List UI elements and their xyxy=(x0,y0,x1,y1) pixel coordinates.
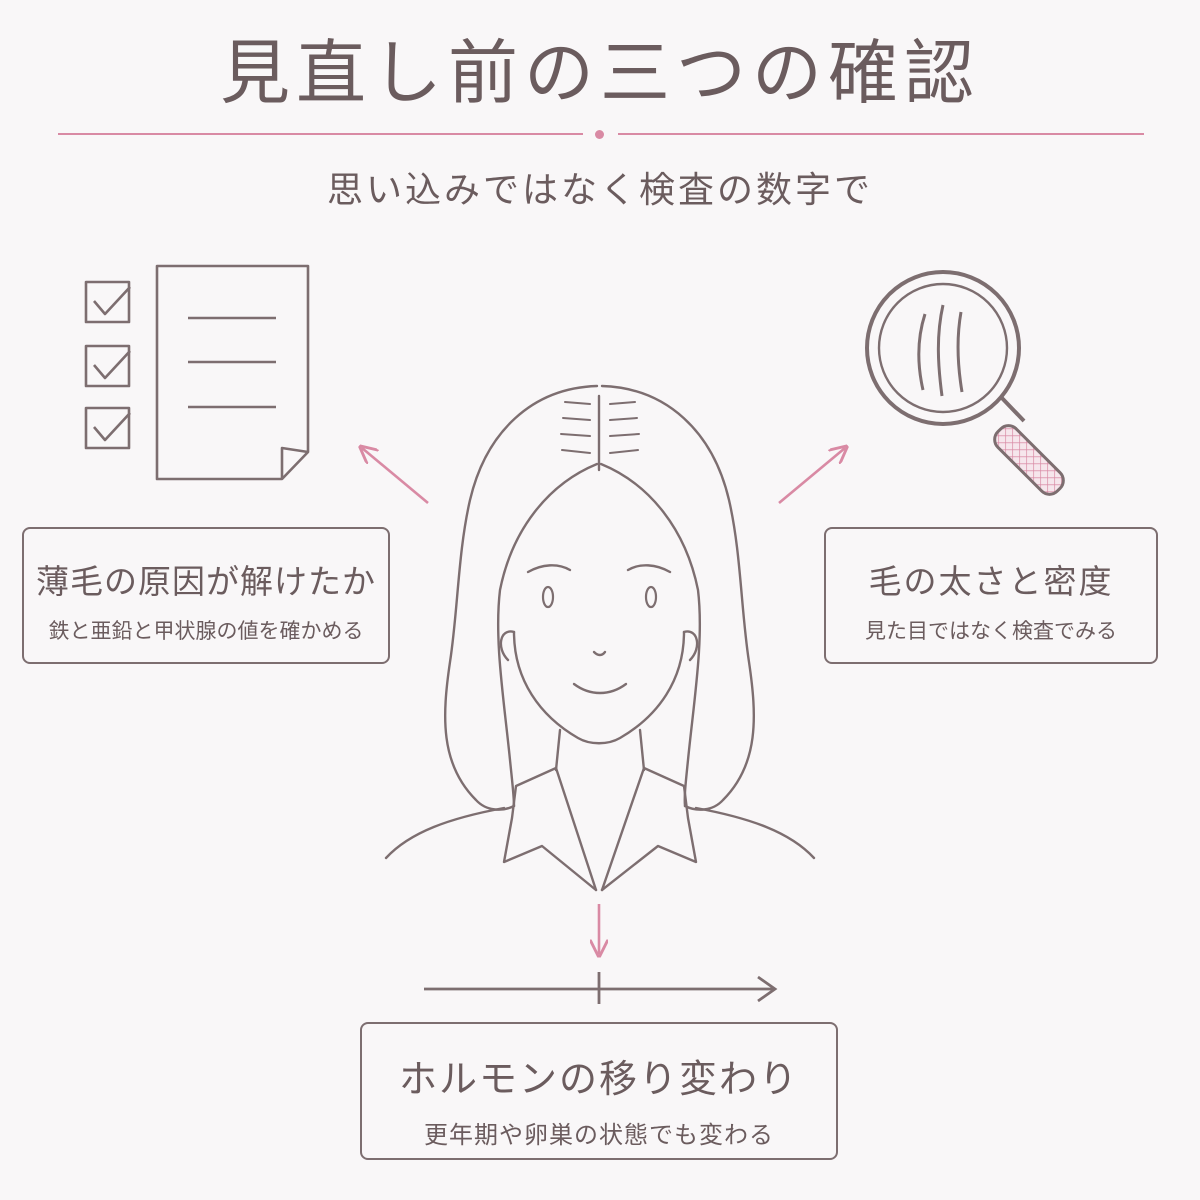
neck xyxy=(554,728,646,772)
title-divider-dot xyxy=(595,130,604,139)
arrow-to-right-card xyxy=(778,448,845,504)
card-hair-thickness-density-title: 毛の太さと密度 xyxy=(868,562,1114,601)
card-hormone-changes: ホルモンの移り変わり 更年期や卵巣の状態でも変わる xyxy=(360,1022,838,1160)
ear-left xyxy=(499,630,516,662)
eyebrow-right xyxy=(626,564,672,574)
checkbox-icon xyxy=(84,406,131,450)
page-title: 見直し前の三つの確認 xyxy=(220,32,980,114)
checkbox-icon xyxy=(84,344,131,388)
card-hormone-changes-detail: 更年期や卵巣の状態でも変わる xyxy=(424,1121,774,1149)
checklist-document-icon xyxy=(84,264,310,481)
card-hormone-changes-title: ホルモンの移り変わり xyxy=(398,1057,799,1101)
mouth xyxy=(572,682,628,695)
card-hair-loss-cause-title: 薄毛の原因が解けたか xyxy=(36,562,376,601)
collar-inner xyxy=(554,766,646,892)
shoulders xyxy=(384,806,816,860)
nose xyxy=(592,650,607,657)
eye-left xyxy=(541,585,555,609)
card-hair-thickness-density-detail: 見た目ではなく検査でみる xyxy=(865,619,1117,643)
page-subtitle: 思い込みではなく検査の数字で xyxy=(326,170,873,211)
document-icon xyxy=(155,264,310,481)
eye-right xyxy=(644,585,658,609)
face-outline xyxy=(512,630,686,745)
timeline-arrow-icon xyxy=(424,972,778,1004)
magnifier-hair-icon xyxy=(865,270,1065,496)
ear-right xyxy=(682,630,699,662)
checkbox-icon xyxy=(84,280,131,324)
hair-outline xyxy=(444,384,755,811)
eyebrow-left xyxy=(526,564,572,574)
arrow-to-left-card xyxy=(362,448,429,504)
hair-inner-left xyxy=(496,462,599,808)
title-divider-left xyxy=(58,133,583,135)
card-hair-loss-cause-detail: 鉄と亜鉛と甲状腺の値を確かめる xyxy=(48,619,364,643)
hair-inner-right xyxy=(599,462,702,808)
woman-portrait xyxy=(384,384,816,892)
card-hair-loss-cause: 薄毛の原因が解けたか 鉄と亜鉛と甲状腺の値を確かめる xyxy=(22,527,390,664)
title-divider-right xyxy=(618,133,1144,135)
collar-right xyxy=(600,766,698,892)
hair-strands xyxy=(560,401,640,454)
card-hair-thickness-density: 毛の太さと密度 見た目ではなく検査でみる xyxy=(824,527,1158,664)
collar-left xyxy=(502,766,598,892)
